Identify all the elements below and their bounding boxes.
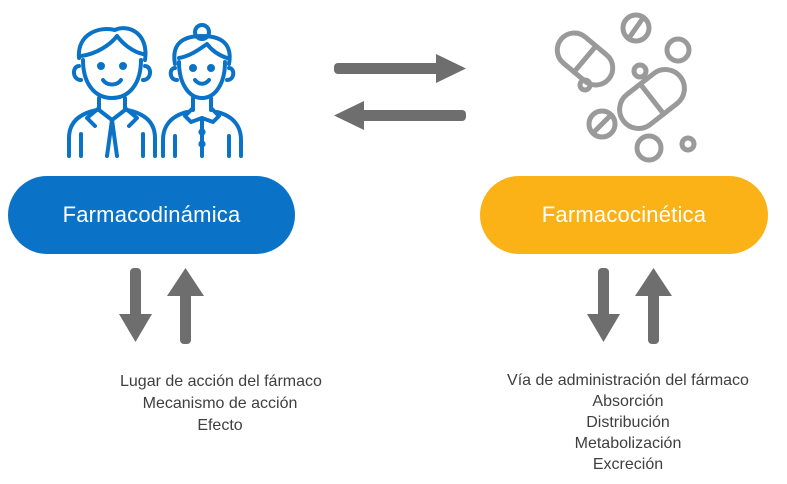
vertical-arrows-left <box>119 268 204 344</box>
pill-round-small <box>664 36 692 64</box>
arrow-down-icon <box>587 268 620 342</box>
arrow-down-icon <box>119 268 152 342</box>
arrow-right-icon <box>334 54 466 83</box>
pharmacodynamics-pill: Farmacodinámica <box>8 176 295 254</box>
vertical-arrows-right <box>587 268 672 344</box>
list-item: Vía de administración del fármaco <box>507 372 749 389</box>
tablet-bottom <box>586 108 618 140</box>
list-item: Distribución <box>586 414 670 431</box>
list-item: Absorción <box>592 393 664 410</box>
list-item: Lugar de acción del fármaco <box>120 373 322 390</box>
pharmacokinetics-list: Vía de administración del fármaco Absorc… <box>460 370 787 475</box>
exchange-arrows <box>334 54 466 130</box>
list-item: Excreción <box>592 456 664 473</box>
pill-round-bottom <box>634 133 664 163</box>
pill-dot-left <box>577 77 593 93</box>
arrow-up-icon <box>167 268 204 344</box>
capsule-upper <box>554 30 616 88</box>
tablet-top <box>620 12 652 44</box>
pill-dot-tiny <box>631 62 649 80</box>
woman-figure <box>161 23 243 158</box>
capsule-lower <box>617 67 687 131</box>
pill-dot-bottom <box>679 135 697 153</box>
pharmacodynamics-list: Lugar de acción del fármaco Mecanismo de… <box>120 371 322 437</box>
arrow-left-icon <box>334 101 466 130</box>
man-figure <box>67 26 157 158</box>
pharmacodynamics-label: Farmacodinámica <box>62 202 241 227</box>
people-icon <box>67 23 243 158</box>
list-item: Metabolización <box>574 435 682 452</box>
list-item: Mecanismo de acción <box>142 395 298 412</box>
pills-icon <box>554 12 697 163</box>
list-item: Efecto <box>197 417 243 434</box>
pharmacokinetics-label: Farmacocinética <box>541 202 707 227</box>
arrow-up-icon <box>635 268 672 344</box>
pharmacokinetics-pill: Farmacocinética <box>480 176 768 254</box>
